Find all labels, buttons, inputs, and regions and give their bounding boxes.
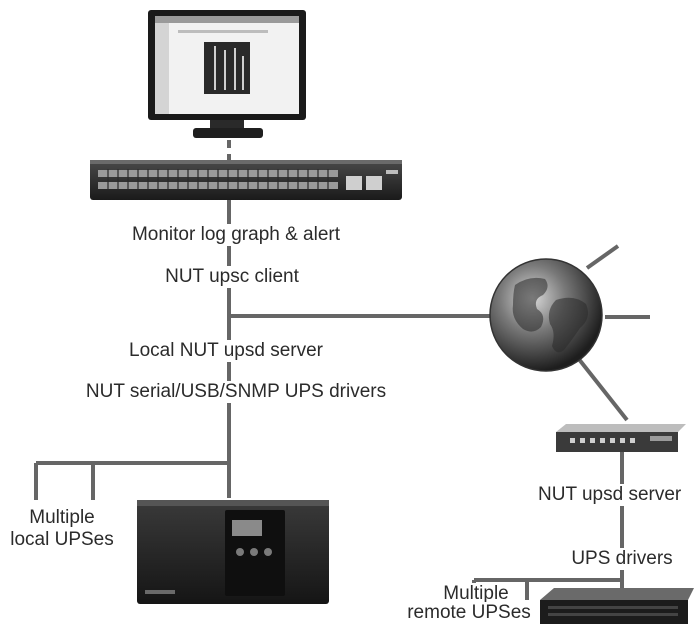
multiple-local-label-line1: Multiple — [28, 507, 96, 529]
local-ups-drivers-label: NUT serial/USB/SNMP UPS drivers — [84, 381, 388, 403]
multiple-remote-label-line2: remote UPSes — [406, 602, 532, 624]
local-upsd-label: Local NUT upsd server — [128, 340, 324, 362]
monitor-log-label: Monitor log graph & alert — [130, 224, 342, 246]
internet-line-ne — [585, 244, 620, 270]
multiple-local-label-line2: local UPSes — [9, 529, 115, 551]
internet-to-remote-line — [576, 356, 629, 422]
local-ups-icon — [137, 500, 329, 604]
remote-ups-icon — [540, 588, 694, 624]
network-switch-icon — [90, 160, 402, 200]
internet-globe-icon — [489, 258, 603, 372]
upsc-client-label: NUT upsc client — [164, 266, 300, 288]
remote-ups-drivers-label: UPS drivers — [570, 548, 674, 570]
monitor-icon — [148, 10, 306, 138]
remote-upsd-label: NUT upsd server — [537, 484, 683, 506]
remote-server-icon — [556, 424, 686, 452]
connection-lines — [34, 140, 650, 608]
multiple-remote-label-line1: Multiple — [442, 583, 510, 605]
